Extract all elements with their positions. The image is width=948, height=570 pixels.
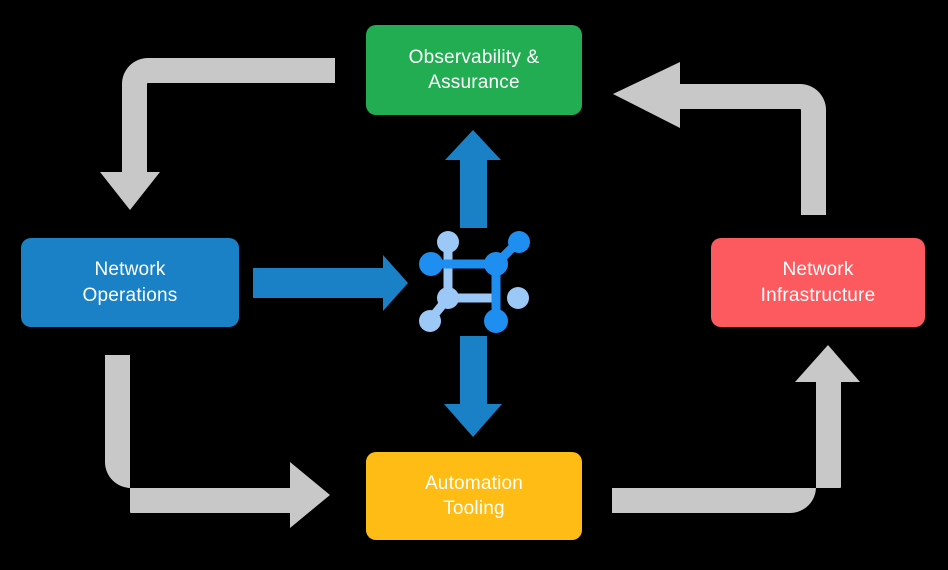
blue-arrow-center-to-automation [444, 336, 502, 437]
topology-bright-nodes [419, 231, 530, 333]
topology-light-nodes [419, 231, 529, 332]
grey-arrow-infrastructure-to-observability [613, 62, 826, 215]
blue-arrow-operations-to-center [253, 255, 408, 311]
network-topology-icon [419, 231, 530, 333]
node-automation-tooling[interactable]: Automation Tooling [366, 452, 582, 540]
grey-arrow-observability-to-operations [100, 58, 335, 210]
grey-arrow-operations-to-automation [105, 355, 330, 528]
node-network-infrastructure[interactable]: Network Infrastructure [711, 238, 925, 327]
node-observability-assurance[interactable]: Observability & Assurance [366, 25, 582, 115]
grey-arrow-automation-to-infrastructure [612, 345, 860, 513]
node-network-operations[interactable]: Network Operations [21, 238, 239, 327]
topology-light-links [425, 237, 501, 325]
blue-arrow-center-to-observability [445, 130, 501, 228]
